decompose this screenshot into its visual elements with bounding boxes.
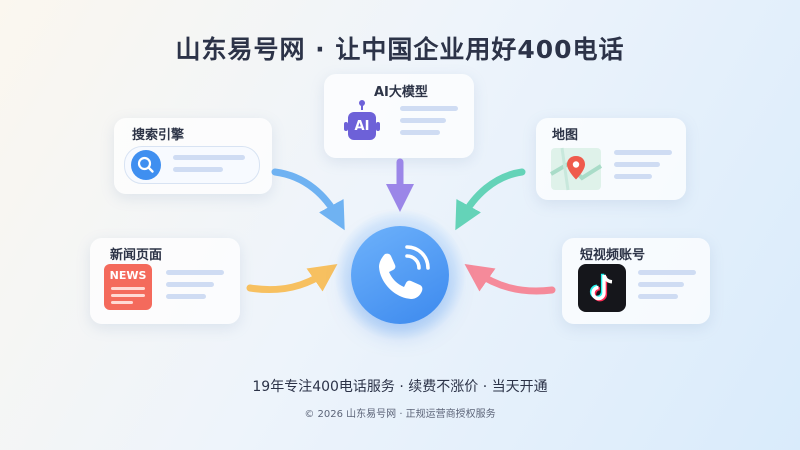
robot-icon: AI [338,98,386,146]
map-card-bars [614,150,672,186]
copyright: © 2026 山东易号网 · 正规运营商授权服务 [304,409,496,420]
video-arrow [464,263,556,295]
ai-card-label: AI大模型 [374,85,428,100]
news-card-label: 新闻页面 [110,248,163,263]
news-icon-text: NEWS [109,269,147,282]
hub-circle [351,226,449,324]
search-card-label: 搜索引擎 [132,128,185,143]
search-field-shape [124,146,260,184]
news-icon: NEWS [104,264,152,310]
ai-card-bars [400,106,458,142]
ai-model-card: AI大模型 AI [324,74,474,158]
news-card-bars [166,270,224,306]
news-page-card: 新闻页面 NEWS [90,238,240,324]
short-video-card: 短视频账号 [562,238,710,324]
map-pin-icon [549,144,603,192]
ai-icon-text: AI [354,119,370,134]
search-engine-card: 搜索引擎 [114,118,272,194]
map-card-label: 地图 [552,128,579,143]
search-icon [131,150,161,180]
search-arrow [271,168,345,231]
tiktok-icon [578,264,626,312]
map-arrow [455,168,526,231]
phone-call-icon [379,245,430,299]
video-card-bars [638,270,696,306]
news-arrow [246,263,338,294]
map-card: 地图 [536,118,686,200]
page-title: 山东易号网 · 让中国企业用好400电话 [175,35,625,64]
tagline: 19年专注400电话服务 · 续费不涨价 · 当天开通 [252,379,548,395]
video-card-label: 短视频账号 [580,248,646,263]
